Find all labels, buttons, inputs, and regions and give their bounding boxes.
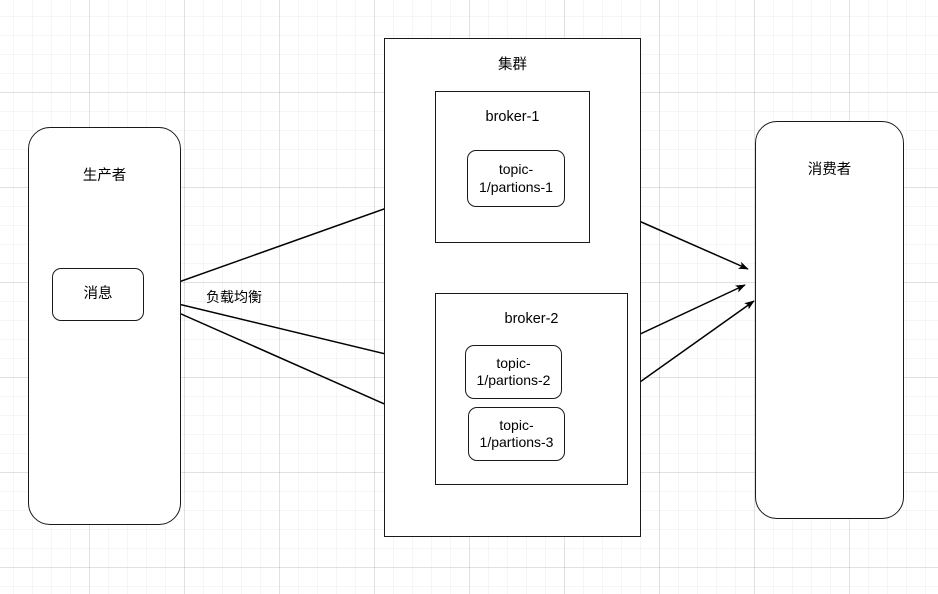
topic-1-partition-1-label: topic- 1/partions-1 <box>479 161 553 195</box>
load-balance-edge-label: 负载均衡 <box>206 289 262 305</box>
message-label: 消息 <box>83 285 113 302</box>
consumer-label: 消费者 <box>807 162 852 178</box>
consumer-node[interactable]: 消费者 <box>755 121 904 519</box>
cluster-label: 集群 <box>498 57 527 73</box>
topic-1-partition-3-node[interactable]: topic- 1/partions-3 <box>468 407 565 461</box>
topic-1-partition-3-label: topic- 1/partions-3 <box>479 416 554 450</box>
topic-1-partition-1-node[interactable]: topic- 1/partions-1 <box>467 150 565 207</box>
producer-node[interactable]: 生产者 <box>28 127 181 525</box>
topic-1-partition-2-node[interactable]: topic- 1/partions-2 <box>465 345 562 399</box>
broker-2-label: broker-2 <box>504 311 559 327</box>
topic-1-partition-2-label: topic- 1/partions-2 <box>476 354 551 388</box>
message-node[interactable]: 消息 <box>52 268 144 321</box>
producer-label: 生产者 <box>82 168 127 184</box>
broker-1-label: broker-1 <box>485 109 540 125</box>
